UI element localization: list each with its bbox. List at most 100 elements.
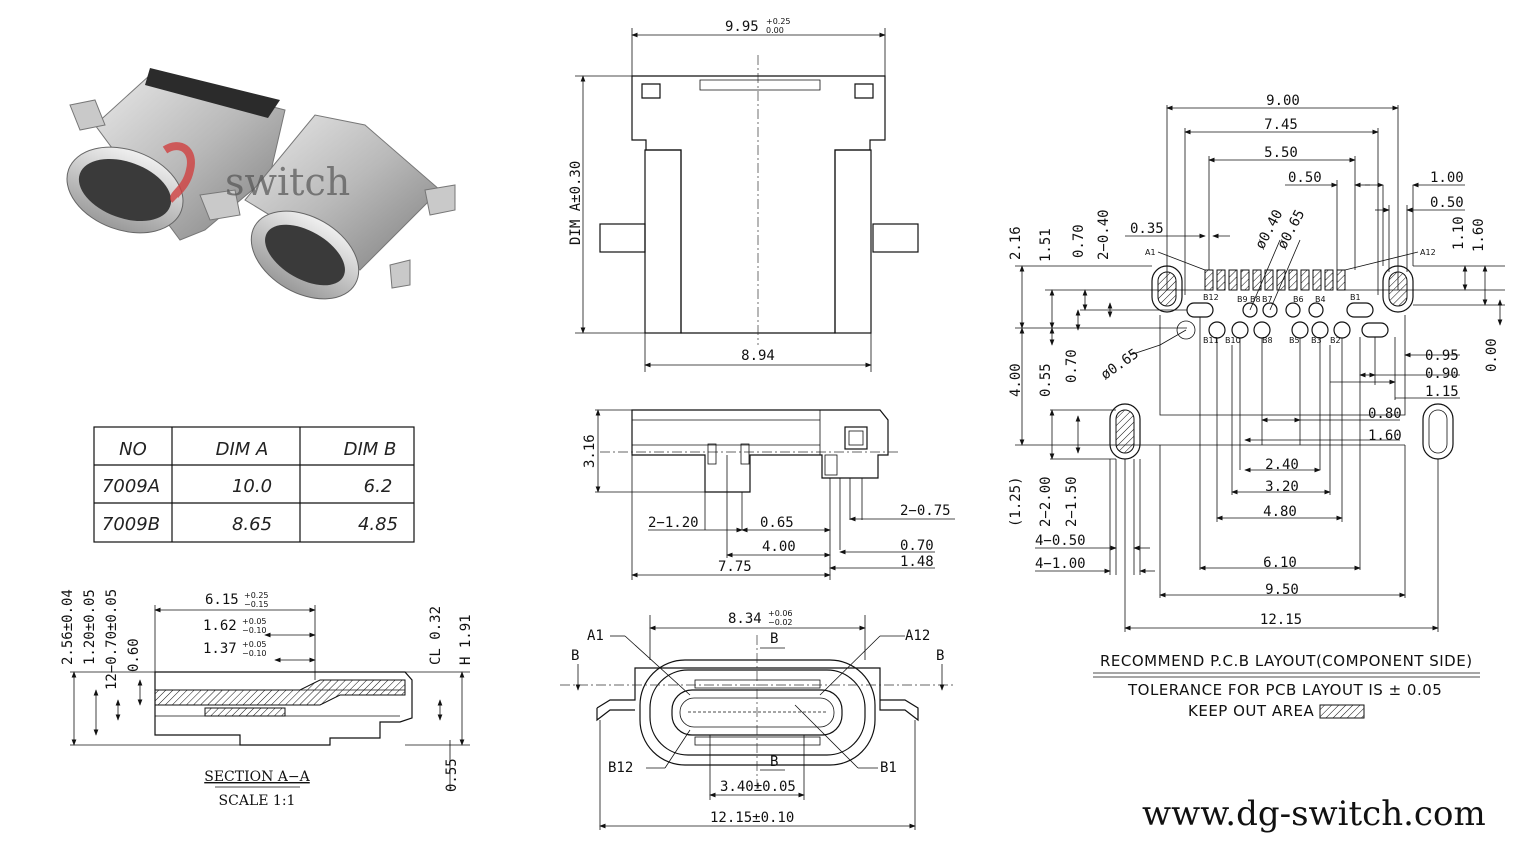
dim-4-00-pcb: 4.00	[1008, 363, 1024, 397]
table-cell: 7009A	[102, 476, 160, 497]
pin-label: B6	[1293, 295, 1304, 304]
dim-2-1-50: 2−1.50	[1064, 476, 1080, 527]
tol: −0.15	[244, 600, 269, 609]
table-cell: 8.65	[232, 514, 272, 535]
label-a1: A1	[587, 628, 604, 644]
front-view: 8.34 +0.06 −0.02 A1 A12 B12 B1 B B B B 3…	[560, 609, 955, 830]
section-view: 6.15 +0.25 −0.15 1.62 +0.05 −0.10 1.37 +…	[60, 589, 474, 809]
pin-label: B12	[1203, 293, 1219, 302]
table-cell: 6.2	[364, 476, 393, 497]
tol: +0.05	[242, 617, 267, 626]
pin-label: B1	[1350, 293, 1361, 302]
tol: +0.25	[766, 17, 791, 26]
dim-4-80: 4.80	[1263, 504, 1297, 520]
side-view: 3.16 2−1.20 0.65 2−0.75 4.00 0.70 7.75 1…	[582, 409, 955, 580]
tol: +0.06	[768, 609, 793, 618]
table-cell: 7009B	[102, 514, 160, 535]
dim-5-50: 5.50	[1264, 145, 1298, 161]
pin-label: B7	[1262, 295, 1273, 304]
label-b1: B1	[880, 760, 897, 776]
section-mark-right: B	[936, 648, 944, 664]
dim-6-10: 6.10	[1263, 555, 1297, 571]
pin-label: B11	[1203, 336, 1219, 345]
tol: −0.10	[242, 626, 267, 635]
tol: +0.25	[244, 591, 269, 600]
dim-4-0-50: 4−0.50	[1035, 533, 1086, 549]
watermark-text: switch	[225, 160, 350, 204]
label-b12: B12	[608, 760, 633, 776]
tol: −0.02	[768, 618, 793, 627]
dim-0-50-b: 0.50	[1430, 195, 1464, 211]
dim-9-50: 9.50	[1265, 582, 1299, 598]
dim-1-00: 1.00	[1430, 170, 1464, 186]
dim-1-10: 1.10	[1451, 216, 1467, 250]
pin-a12: A12	[1420, 248, 1436, 257]
dim-2-0-40: 2−0.40	[1096, 209, 1112, 260]
dim-2-0-75: 2−0.75	[900, 503, 951, 519]
label-a12: A12	[905, 628, 930, 644]
dim-0-55: 0.55	[444, 758, 460, 792]
dim-2-40: 2.40	[1265, 457, 1299, 473]
section-scale: SCALE 1:1	[219, 793, 296, 809]
dim-0-70-b: 0.70	[1064, 349, 1080, 383]
dim-1-25: (1.25)	[1008, 476, 1024, 527]
dim-2-16: 2.16	[1008, 226, 1024, 260]
dim-2-1-20: 2−1.20	[648, 515, 699, 531]
pcb-tolerance-note: TOLERANCE FOR PCB LAYOUT IS ± 0.05	[1127, 681, 1442, 699]
table-cell: 10.0	[232, 476, 272, 497]
dim-0-50-top: 0.50	[1288, 170, 1322, 186]
pin-label: B2	[1330, 336, 1341, 345]
pcb-keepout-note: KEEP OUT AREA	[1188, 702, 1314, 720]
dim-3-20: 3.20	[1265, 479, 1299, 495]
dim-0-65: 0.65	[760, 515, 794, 531]
dim-h: H 1.91	[458, 614, 474, 665]
table-header-dim-b: DIM B	[344, 439, 397, 460]
dim-1-60-h: 1.60	[1368, 428, 1402, 444]
dim-table: NO DIM A DIM B 7009A 10.0 6.2 7009B 8.65…	[93, 426, 415, 543]
dim-8-94: 8.94	[741, 348, 775, 364]
section-title: SECTION A−A	[204, 769, 310, 785]
dim-1-48: 1.48	[900, 554, 934, 570]
dim-12-15-front: 12.15±0.10	[710, 810, 794, 826]
dim-3-16: 3.16	[582, 434, 598, 468]
dim-2-56: 2.56±0.04	[60, 589, 76, 665]
top-view: DIM A±0.30 9.95 +0.25 0.00 8.94	[568, 17, 919, 372]
pin-label: B8	[1250, 295, 1261, 304]
dim-0-60: 0.60	[126, 638, 142, 672]
dim-9-00: 9.00	[1266, 93, 1300, 109]
dim-0-80: 0.80	[1368, 406, 1402, 422]
dim-9-95: 9.95	[725, 19, 759, 35]
pin-label: B5	[1289, 336, 1300, 345]
pcb-layout: A1 A12 B12 B9 B8 B7 B6 B4 B1 B11 B10 B8 …	[1008, 93, 1505, 720]
table-cell: 4.85	[358, 514, 398, 535]
dim-3-40: 3.40±0.05	[720, 779, 796, 795]
keepout-swatch	[1319, 704, 1365, 719]
dim-0-95: 0.95	[1425, 348, 1459, 364]
dim-1-15: 1.15	[1425, 384, 1459, 400]
dim-1-60-v: 1.60	[1471, 218, 1487, 252]
dim-1-20: 1.20±0.05	[82, 589, 98, 665]
dim-2-2-00: 2−2.00	[1038, 476, 1054, 527]
dim-4-1-00: 4−1.00	[1035, 556, 1086, 572]
dim-1-37: 1.37	[203, 641, 237, 657]
section-mark-top: B	[770, 631, 778, 647]
dim-1-62: 1.62	[203, 618, 237, 634]
table-header-no: NO	[119, 439, 147, 460]
smt-pads	[1204, 269, 1346, 291]
pin-label: B3	[1311, 336, 1322, 345]
dim-dia-0-65-b: ø0.65	[1098, 346, 1142, 383]
pin-label: B4	[1315, 295, 1326, 304]
website-url: www.dg-switch.com	[1142, 794, 1486, 834]
dim-0-35: 0.35	[1130, 221, 1164, 237]
dim-7-45: 7.45	[1264, 117, 1298, 133]
dim-7-75: 7.75	[718, 559, 752, 575]
pin-label: B10	[1225, 336, 1241, 345]
dim-12-15-pcb: 12.15	[1260, 612, 1302, 628]
pin-label: B8	[1262, 336, 1273, 345]
dim-0-90: 0.90	[1425, 366, 1459, 382]
tol: 0.00	[766, 26, 784, 35]
dim-1-51: 1.51	[1038, 228, 1054, 262]
tol: +0.05	[242, 640, 267, 649]
pin-a1: A1	[1145, 248, 1156, 257]
